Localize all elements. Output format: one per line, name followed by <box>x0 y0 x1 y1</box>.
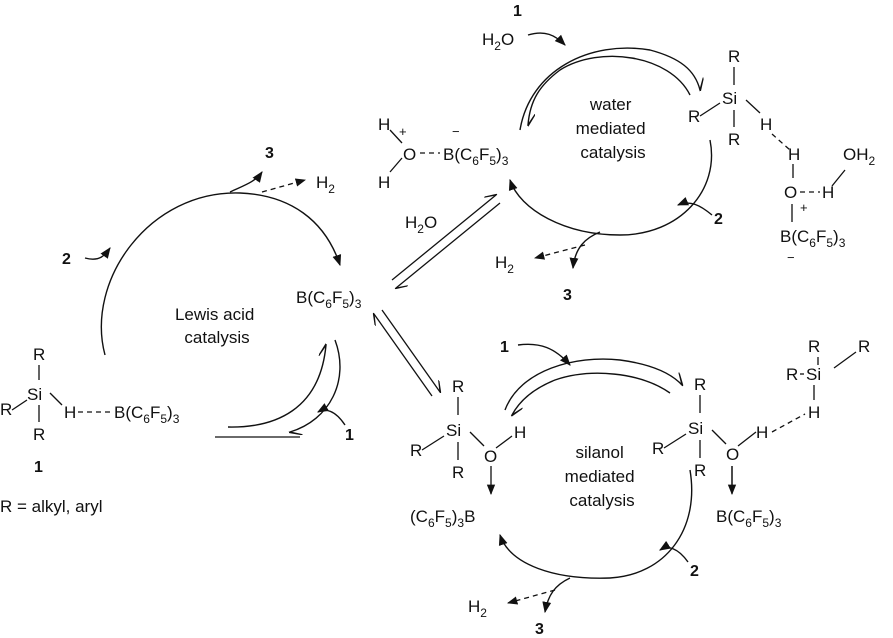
svg-text:(C6F5)3B: (C6F5)3B <box>410 507 475 530</box>
silanol-out-h2-dash <box>506 589 556 605</box>
svg-text:H2O: H2O <box>405 213 437 236</box>
svg-text:H: H <box>64 403 76 422</box>
svg-text:R: R <box>808 337 820 356</box>
svg-text:R: R <box>452 463 464 482</box>
lewis-cycle-right-arc-a <box>290 339 341 432</box>
svg-text:H: H <box>788 145 800 164</box>
svg-text:R: R <box>410 441 422 460</box>
lewis-in-arrow-1 <box>317 403 346 426</box>
svg-text:R: R <box>728 130 740 149</box>
svg-text:R: R <box>688 107 700 126</box>
silanol-cycle-upper-arc-b <box>512 372 671 415</box>
silane-label-1: 1 <box>34 459 43 476</box>
lewis-acid-cycle: 2 3 H2 1 Lewis acid catalysis <box>62 145 354 444</box>
equilibrium-water: H2O <box>391 195 501 288</box>
lewis-cycle-title: Lewis acid catalysis <box>175 305 259 347</box>
silane-borane-adduct: R Si R R H B(C6F5)3 1 R = alkyl, aryl <box>0 345 180 516</box>
water-cycle-upper-arc-b <box>528 55 691 125</box>
silanol-cycle-lower-arc <box>498 469 693 579</box>
silanol-out-arrow-3 <box>542 577 571 614</box>
r-definition: R = alkyl, aryl <box>0 497 103 516</box>
lewis-out-arrow-3 <box>229 171 263 193</box>
svg-text:OH2: OH2 <box>843 145 876 168</box>
svg-text:−: − <box>787 250 795 265</box>
silanol-label-1: 1 <box>500 339 509 356</box>
lewis-out-h2-dash <box>261 178 307 193</box>
svg-text:R: R <box>694 375 706 394</box>
svg-text:Si: Si <box>27 385 42 404</box>
svg-text:H: H <box>514 423 526 442</box>
svg-text:H: H <box>822 183 834 202</box>
water-h2: H2 <box>495 253 514 276</box>
svg-text:B(C6F5)3: B(C6F5)3 <box>780 227 846 250</box>
svg-text:R: R <box>33 345 45 364</box>
svg-text:Si: Si <box>806 365 821 384</box>
svg-text:R: R <box>0 400 12 419</box>
svg-text:H: H <box>760 115 772 134</box>
svg-text:−: − <box>452 124 460 139</box>
svg-text:B(C6F5)3: B(C6F5)3 <box>114 403 180 426</box>
silanol-borane-adduct: R Si R R O H (C6F5)3B <box>410 377 526 530</box>
svg-text:R: R <box>858 337 870 356</box>
svg-text:R: R <box>728 47 740 66</box>
silanol-h2: H2 <box>468 597 487 620</box>
lewis-label-1: 1 <box>345 427 354 444</box>
svg-text:R: R <box>452 377 464 396</box>
svg-text:O: O <box>784 183 797 202</box>
lewis-label-3: 3 <box>265 145 274 162</box>
svg-text:O: O <box>484 447 497 466</box>
lewis-in-arrow-2 <box>84 247 111 260</box>
silanol-label-3: 3 <box>535 621 544 638</box>
hydronium-borate: H + O H − B(C6F5)3 <box>378 115 509 192</box>
water-cycle-upper-arc-a <box>519 47 700 131</box>
lewis-h2: H2 <box>316 173 335 196</box>
svg-text:H2O: H2O <box>482 30 514 53</box>
water-label-1: 1 <box>513 3 522 20</box>
water-cycle-lower-arc <box>508 139 713 236</box>
water-cycle: 1 H2O 2 3 H2 water mediated catalysis <box>482 3 723 304</box>
water-label-2: 2 <box>714 211 723 228</box>
water-cycle-title: water mediated catalysis <box>576 95 651 162</box>
svg-text:R: R <box>652 439 664 458</box>
svg-text:H: H <box>378 115 390 134</box>
equilibrium-silanol <box>374 309 440 397</box>
water-in-arrow-1 <box>527 32 566 46</box>
svg-text:R: R <box>694 461 706 480</box>
svg-text:Si: Si <box>722 89 737 108</box>
silanol-cycle-upper-arc-a <box>504 358 682 411</box>
silanol-in-arrow-1 <box>517 343 571 366</box>
svg-text:Si: Si <box>688 419 703 438</box>
silanol-cycle: 1 2 3 H2 silanol mediated catalysis <box>468 339 699 638</box>
svg-text:O: O <box>403 145 416 164</box>
svg-text:R: R <box>33 425 45 444</box>
svg-text:B(C6F5)3: B(C6F5)3 <box>716 507 782 530</box>
silanol-cycle-title: silanol mediated catalysis <box>565 443 640 510</box>
svg-text:H: H <box>808 403 820 422</box>
silanol-label-2: 2 <box>690 563 699 580</box>
water-in-arrow-2 <box>676 196 713 216</box>
svg-text:B(C6F5)3: B(C6F5)3 <box>443 145 509 168</box>
silanol-in-arrow-2 <box>659 540 689 563</box>
svg-text:H: H <box>756 423 768 442</box>
svg-text:O: O <box>726 445 739 464</box>
water-label-3: 3 <box>563 287 572 304</box>
svg-text:H: H <box>378 173 390 192</box>
central-borane: B(C6F5)3 <box>296 288 362 311</box>
svg-text:+: + <box>800 200 808 215</box>
water-transition-state: R Si R R H H O + H OH2 B(C6F5)3 − <box>688 47 876 265</box>
silanol-transition-state: R Si R R O H B(C6F5)3 H Si R R R <box>652 337 870 530</box>
water-out-arrow-3 <box>569 231 601 270</box>
svg-text:+: + <box>399 124 407 139</box>
lewis-cycle-upper-arc <box>100 192 342 356</box>
lewis-cycle-right-arc-b <box>227 345 326 428</box>
lewis-label-2: 2 <box>62 251 71 268</box>
svg-text:R: R <box>786 365 798 384</box>
svg-text:Si: Si <box>446 421 461 440</box>
